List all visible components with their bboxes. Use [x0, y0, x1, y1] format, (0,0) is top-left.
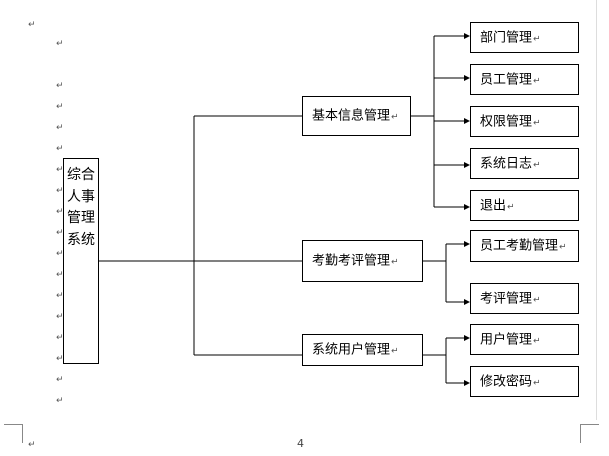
- page-number: 4: [297, 437, 304, 450]
- paragraph-mark: ↵: [56, 39, 64, 49]
- leaf-node-system-log[interactable]: 系统日志↵: [470, 148, 579, 179]
- paragraph-mark: ↵: [56, 186, 64, 196]
- paragraph-mark: ↵: [56, 333, 64, 343]
- root-node-label: 综合人事管理系统: [67, 167, 95, 248]
- leaf-node-employee[interactable]: 员工管理↵: [470, 64, 579, 95]
- leaf-node-label: 系统日志: [480, 156, 533, 171]
- page-corner-marker: [580, 424, 599, 443]
- page-corner-marker: [4, 424, 23, 443]
- paragraph-mark: ↵: [56, 375, 64, 385]
- paragraph-mark: ↵: [391, 257, 399, 268]
- leaf-node-user-management[interactable]: 用户管理↵: [470, 324, 579, 355]
- paragraph-mark: ↵: [56, 207, 64, 217]
- paragraph-mark: ↵: [56, 312, 64, 322]
- branch-node-basic-info[interactable]: 基本信息管理↵: [302, 96, 411, 136]
- branch-node-label: 考勤考评管理: [312, 253, 391, 269]
- paragraph-mark: ↵: [533, 295, 541, 305]
- leaf-node-change-password[interactable]: 修改密码↵: [470, 366, 579, 397]
- branch-node-attendance[interactable]: 考勤考评管理↵: [302, 240, 423, 282]
- leaf-node-exit[interactable]: 退出↵: [470, 190, 579, 221]
- paragraph-mark: ↵: [533, 378, 541, 388]
- leaf-node-label: 考评管理: [480, 291, 533, 306]
- leaf-node-label: 部门管理: [480, 30, 533, 45]
- paragraph-mark: ↵: [533, 160, 541, 170]
- paragraph-mark: ↵: [507, 202, 515, 212]
- leaf-node-permissions[interactable]: 权限管理↵: [470, 106, 579, 137]
- leaf-node-label: 权限管理: [480, 114, 533, 129]
- paragraph-mark: ↵: [28, 440, 36, 450]
- paragraph-mark: ↵: [391, 112, 399, 123]
- paragraph-mark: ↵: [28, 20, 36, 30]
- leaf-node-label: 用户管理: [480, 332, 533, 347]
- paragraph-mark: ↵: [533, 118, 541, 128]
- paragraph-mark: ↵: [56, 165, 64, 175]
- leaf-node-label: 退出: [480, 198, 507, 213]
- paragraph-mark: ↵: [533, 34, 541, 44]
- paragraph-mark: ↵: [56, 396, 64, 406]
- leaf-node-label: 修改密码: [480, 374, 533, 389]
- paragraph-mark: ↵: [56, 102, 64, 112]
- branch-node-label: 系统用户管理: [312, 342, 391, 358]
- leaf-node-label: 员工管理: [480, 72, 533, 87]
- paragraph-mark: ↵: [56, 291, 64, 301]
- paragraph-mark: ↵: [56, 228, 64, 238]
- leaf-node-evaluation[interactable]: 考评管理↵: [470, 283, 579, 314]
- paragraph-mark: ↵: [533, 336, 541, 346]
- paragraph-mark: ↵: [56, 249, 64, 259]
- paragraph-mark: ↵: [56, 270, 64, 280]
- leaf-node-employee-attendance[interactable]: 员工考勤管理↵: [470, 230, 579, 262]
- paragraph-mark: ↵: [533, 76, 541, 86]
- paragraph-mark: ↵: [56, 123, 64, 133]
- paragraph-mark: ↵: [56, 144, 64, 154]
- paragraph-mark: ↵: [56, 354, 64, 364]
- paragraph-mark: ↵: [391, 346, 399, 357]
- branch-node-system-users[interactable]: 系统用户管理↵: [302, 334, 423, 366]
- paragraph-mark: ↵: [56, 81, 64, 91]
- leaf-node-department[interactable]: 部门管理↵: [470, 22, 579, 53]
- root-node[interactable]: 综合人事管理系统: [63, 158, 99, 364]
- leaf-node-label: 员工考勤管理: [480, 238, 559, 254]
- branch-node-label: 基本信息管理: [312, 108, 391, 124]
- page-edge-line: [596, 0, 597, 420]
- paragraph-mark: ↵: [559, 242, 567, 253]
